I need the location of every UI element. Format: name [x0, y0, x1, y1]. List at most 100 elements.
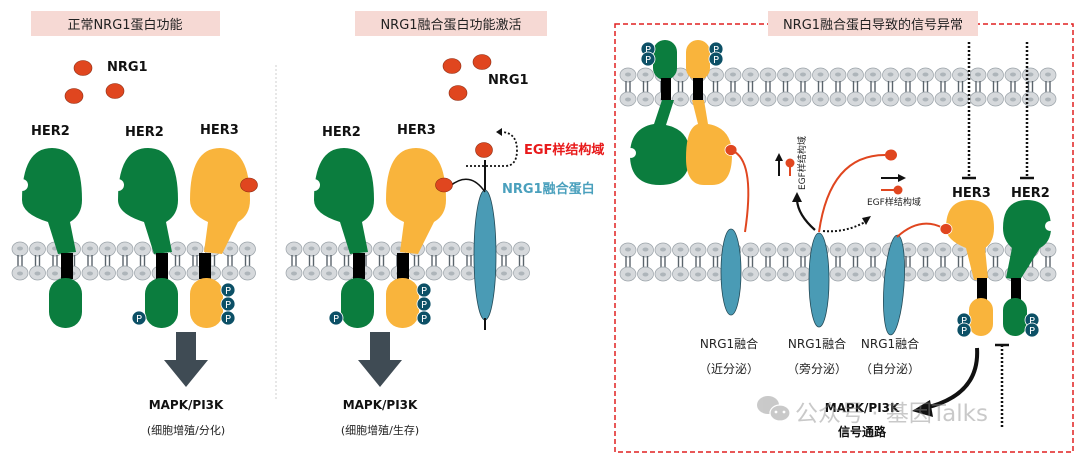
panel-3-title-bg: [768, 11, 978, 36]
nrg1-fusion-juxtacrine: [720, 228, 742, 316]
her2-receptor: [16, 148, 82, 328]
phospho-icon: [640, 51, 656, 67]
fusion-mode-label: （自分泌）: [860, 362, 920, 376]
panel-normal-nrg1: 正常NRG1蛋白功能 NRG1 HER2 HER2 HER3: [11, 11, 258, 437]
lipid-molecule: [133, 241, 152, 281]
nrg1-ligand: [448, 85, 468, 101]
phospho-icon: [708, 51, 724, 67]
lipid-molecule: [11, 241, 29, 281]
egf-domain-label-horizontal: EGF样结构域: [867, 196, 921, 208]
egf-domain-label: EGF样结构域: [524, 142, 604, 158]
lipid-molecule: [238, 241, 257, 281]
egf-domain-label-vertical: EGF样结构域: [796, 136, 808, 190]
lipid-molecule: [1021, 67, 1040, 107]
fusion-label: NRG1融合: [700, 336, 758, 351]
lipid-molecule: [776, 67, 795, 107]
watermark: 公众号 · 基因Talks: [757, 396, 988, 427]
arrowhead-icon: [496, 128, 502, 136]
lipid-molecule: [759, 242, 777, 282]
lipid-molecule: [986, 67, 1005, 107]
panel-1-title: 正常NRG1蛋白功能: [67, 17, 182, 33]
nrg1-label: NRG1: [107, 60, 148, 75]
signal-arrow: [924, 347, 980, 410]
phospho-icon: [328, 310, 344, 326]
fusion-protein-label: NRG1融合蛋白: [502, 181, 595, 197]
phospho-icon: [220, 310, 236, 326]
fusion-label: NRG1融合: [788, 336, 846, 351]
her2-receptor-inverted: [626, 40, 690, 185]
panel-3-title: NRG1融合蛋白导致的信号异常: [783, 17, 963, 33]
her3-receptor: [939, 200, 994, 338]
her3-receptor: [190, 148, 258, 328]
fusion-label: NRG1融合: [861, 336, 919, 351]
lipid-molecule: [619, 67, 637, 107]
outcome-label: (细胞增殖/生存): [341, 423, 419, 437]
lipid-molecule: [636, 242, 655, 282]
receptor-label-her2: HER2: [31, 124, 70, 139]
receptor-label-her3: HER3: [200, 123, 239, 138]
lipid-molecule: [846, 67, 865, 107]
pathway-sub-label: 信号通路: [838, 424, 887, 439]
phospho-icon: [220, 296, 236, 312]
receptor-label-her2: HER2: [322, 125, 361, 140]
lipid-molecule: [1039, 67, 1057, 107]
signal-arrow: [164, 332, 208, 387]
lipid-molecule: [794, 67, 812, 107]
phospho-icon: [416, 310, 432, 326]
lipid-molecule: [425, 241, 443, 281]
lipid-molecule: [1004, 67, 1022, 107]
lipid-molecule: [372, 241, 391, 281]
lipid-molecule: [81, 241, 99, 281]
lipid-molecule: [934, 242, 952, 282]
receptor-label-her2: HER2: [125, 125, 164, 140]
lipid-molecule: [846, 242, 865, 282]
nrg1-label: NRG1: [488, 73, 529, 88]
nrg1-ligand: [442, 58, 462, 74]
panel-1-title-bg: [31, 11, 220, 36]
lipid-molecule: [916, 242, 935, 282]
lipid-molecule: [116, 241, 134, 281]
lipid-molecule: [899, 67, 917, 107]
receptor-label-her3: HER3: [397, 123, 436, 138]
lipid-molecule: [168, 241, 187, 281]
nrg1-fusion-protein: [435, 142, 497, 330]
panel-aberrant-signaling: NRG1融合蛋白导致的信号异常: [614, 11, 1074, 453]
nrg1-ligands: [64, 60, 125, 104]
lipid-molecule: [512, 241, 531, 281]
lipid-molecule: [98, 241, 117, 281]
lipid-molecule: [495, 241, 513, 281]
nrg1-ligand: [105, 83, 125, 99]
nrg1-ligands: [442, 54, 492, 101]
phospho-icon: [416, 282, 432, 298]
lipid-molecule: [811, 67, 830, 107]
lipid-molecule: [442, 241, 461, 281]
pathway-label: MAPK/PI3K: [343, 398, 418, 412]
lipid-molecule: [776, 242, 795, 282]
lipid-molecule: [759, 67, 777, 107]
lipid-molecule: [969, 67, 987, 107]
dotted-arrow: [466, 131, 518, 167]
her2-receptor: [308, 148, 374, 328]
lipid-molecule: [741, 242, 760, 282]
lipid-molecule: [916, 67, 935, 107]
pathway-label: MAPK/PI3K: [825, 401, 900, 415]
receptor-label-her3: HER3: [952, 186, 991, 201]
lipid-molecule: [724, 67, 742, 107]
her2-receptor: [112, 148, 178, 328]
lipid-molecule: [671, 242, 690, 282]
lipid-molecule: [741, 67, 760, 107]
dashed-frame: [614, 23, 1074, 453]
pathway-label: MAPK/PI3K: [149, 398, 224, 412]
nrg1-fusion-paracrine: [792, 149, 897, 328]
watermark-text: 公众号 · 基因Talks: [795, 401, 988, 427]
lipid-molecule: [619, 242, 637, 282]
lipid-molecule: [654, 242, 672, 282]
cell-membrane-lower: [619, 242, 1057, 282]
her3-receptor-inverted: [686, 40, 750, 233]
lipid-molecule: [285, 241, 303, 281]
panel-2-title: NRG1融合蛋白功能激活: [380, 17, 521, 33]
lipid-molecule: [864, 67, 882, 107]
lipid-molecule: [881, 67, 900, 107]
phospho-icon: [131, 310, 147, 326]
